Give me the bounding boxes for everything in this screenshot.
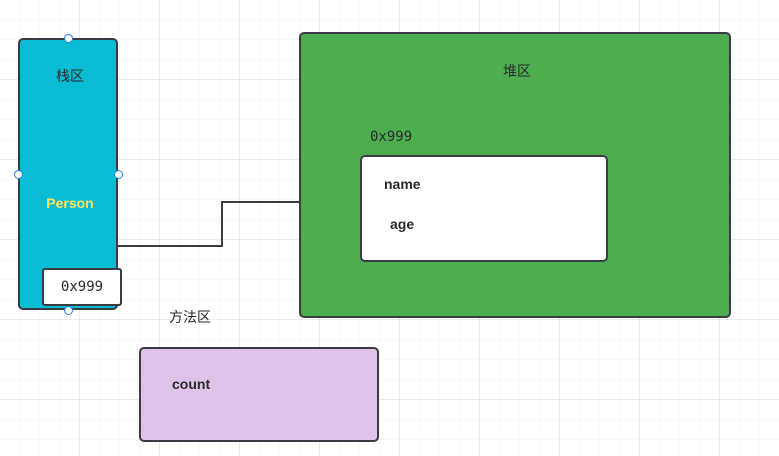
stack-region-title: 栈区 xyxy=(56,69,84,85)
heap-region-title: 堆区 xyxy=(503,64,531,80)
stack-region-box[interactable]: 栈区 Person 0x999 xyxy=(18,38,122,310)
heap-object-box[interactable]: name age xyxy=(360,155,608,262)
pointer-value-box[interactable]: 0x999 xyxy=(42,268,122,306)
object-field-age: age xyxy=(390,216,415,232)
selection-handle-bottom[interactable] xyxy=(63,305,73,315)
stack-variable-label: Person xyxy=(46,195,94,211)
selection-handle-left[interactable] xyxy=(13,169,23,179)
method-field-count: count xyxy=(172,376,211,392)
object-field-name: name xyxy=(384,176,421,192)
method-area-box[interactable]: count xyxy=(139,347,379,442)
heap-address-label: 0x999 xyxy=(370,129,413,145)
selection-handle-top[interactable] xyxy=(63,33,73,43)
pointer-value-text: 0x999 xyxy=(60,279,104,295)
method-area-title: 方法区 xyxy=(169,310,211,326)
selection-handle-right[interactable] xyxy=(113,169,123,179)
